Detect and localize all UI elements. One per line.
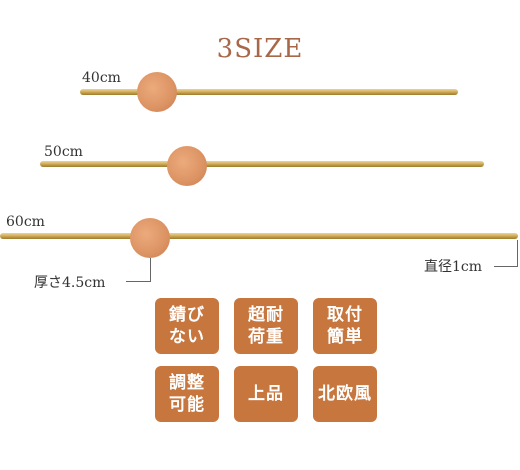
thickness-leader-vertical: [150, 258, 151, 282]
size-label-50cm: 50cm: [44, 144, 83, 160]
page-title: 3SIZE: [216, 34, 304, 64]
rod-40cm: [80, 89, 458, 95]
rod-50cm: [40, 161, 484, 167]
thickness-leader-horizontal: [126, 281, 151, 282]
thickness-label: 厚さ4.5cm: [34, 275, 106, 291]
diameter-leader-horizontal: [494, 266, 518, 267]
wall-mount-disc-60cm: [130, 218, 170, 258]
feature-badge-heavy-load: 超耐 荷重: [234, 298, 298, 354]
diameter-label: 直径1cm: [424, 259, 483, 275]
feature-badge-adjustable: 調整 可能: [155, 366, 219, 422]
feature-badge-elegant: 上品: [234, 366, 298, 422]
feature-badge-easy-install: 取付 簡単: [313, 298, 377, 354]
rod-60cm: [0, 233, 518, 239]
wall-mount-disc-40cm: [137, 72, 177, 112]
size-label-60cm: 60cm: [6, 214, 45, 230]
diameter-leader-vertical: [517, 240, 518, 267]
wall-mount-disc-50cm: [167, 146, 207, 186]
size-label-40cm: 40cm: [82, 70, 121, 86]
feature-badge-rust-free: 錆び ない: [155, 298, 219, 354]
feature-badge-nordic: 北欧風: [313, 366, 377, 422]
